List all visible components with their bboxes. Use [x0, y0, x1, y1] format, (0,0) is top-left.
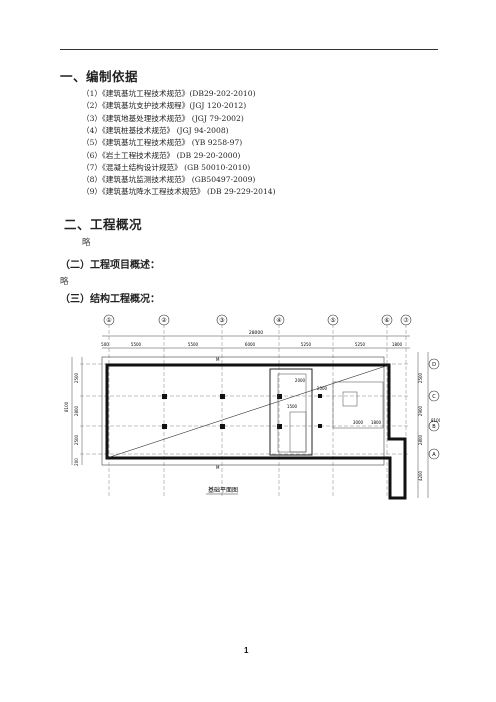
top-dimension: 1800	[392, 342, 403, 347]
project-body: 略	[60, 277, 69, 287]
right-total-dimension: 8100	[431, 418, 440, 423]
overview-body: 略	[82, 238, 91, 248]
section-title-project: （二）工程项目概述：	[60, 260, 160, 271]
right-axis-markers: D C B A	[428, 358, 440, 460]
page-number: 1	[244, 646, 249, 655]
axis-label-right: C	[432, 394, 436, 400]
axis-marker-right	[428, 390, 440, 402]
total-dimension: 28000	[249, 330, 263, 336]
top-dimension: 5250	[355, 342, 366, 347]
top-axis-markers: ① ② ③ ④ ⑤ ⑥ ⑦	[103, 314, 412, 326]
right-dimension: 2900	[418, 405, 423, 416]
inner-dimension: 2000	[295, 378, 306, 383]
left-dimensions: 2500 2800 2500 200	[74, 372, 79, 465]
axis-label-top: ①	[106, 317, 111, 324]
top-dimension: 5500	[131, 342, 142, 347]
inner-dimension: 1500	[287, 404, 298, 409]
drawing-caption: 基础平面图	[208, 486, 238, 494]
basis-item: （4）《建筑桩基技术规范》 (JGJ 94-2008)	[82, 125, 229, 135]
inner-dimensions: 1500 2000 2000 3000 1800	[287, 378, 382, 425]
right-dimensions: 2500 2900 2800 4200	[418, 372, 423, 481]
left-dimension: 2500	[74, 434, 79, 445]
left-dimension: 2800	[74, 405, 79, 416]
inner-dimension: 2000	[317, 386, 328, 391]
axis-label-top: ⑦	[403, 317, 409, 324]
basis-item: （2）《建筑基坑支护技术规程》(JGJ 120-2012)	[82, 101, 247, 111]
basis-item: （5）《建筑基坑工程技术规范》 (YB 9258-97)	[82, 138, 243, 148]
section-title-basis: 一、编制依据	[60, 69, 139, 84]
axis-marker-right	[428, 420, 440, 432]
label-m-bottom: M	[216, 465, 220, 470]
top-dimension: 500	[101, 342, 109, 347]
top-dimension: 5500	[188, 342, 199, 347]
axis-label-right: A	[432, 452, 436, 458]
top-dimension: 6000	[245, 342, 256, 347]
axis-marker-right	[428, 448, 440, 460]
axis-label-top: ⑥	[384, 317, 389, 324]
header-rule	[60, 49, 438, 50]
basis-item: （3）《建筑地基处理技术规范》 (JGJ 79-2002)	[82, 113, 244, 123]
section-title-overview: 二、工程概况	[64, 217, 143, 232]
basis-item: （8）《建筑基坑监测技术规范》 (GB50497-2009)	[82, 175, 256, 185]
inner-dimension: 3000	[353, 420, 364, 425]
axis-label-right: D	[432, 362, 436, 368]
right-dimension: 4200	[418, 470, 423, 481]
basis-item: （1）《建筑基坑工程技术规范》(DB29-202-2010)	[82, 89, 256, 98]
section-title-structure: （三）结构工程概况：	[60, 294, 160, 305]
basis-item: （6）《岩土工程技术规范》 (DB 29-20-2000)	[82, 150, 241, 160]
top-dimension: 5250	[301, 342, 312, 347]
axis-label-top: ④	[276, 317, 281, 324]
inner-dimension: 1800	[371, 420, 382, 425]
right-dimension: 2500	[418, 372, 423, 383]
foundation-plan-drawing: ① ② ③ ④ ⑤ ⑥ ⑦ D C B A 28000 500 5500 5500 6000 5250 52…	[64, 314, 440, 500]
left-dimension: 2500	[74, 372, 79, 383]
axis-label-right: B	[432, 424, 436, 430]
axis-label-top: ⑤	[330, 317, 335, 324]
right-dimension: 2800	[418, 434, 423, 445]
top-dimensions: 500 5500 5500 6000 5250 5250 1800	[101, 342, 402, 347]
basis-item: （9）《建筑基坑降水工程技术规范》 (DB 29-229-2014)	[82, 187, 276, 197]
axis-label-top: ②	[161, 317, 167, 324]
basis-item: （7）《混凝土结构设计规范》 (GB 50010-2010)	[82, 162, 251, 172]
axis-label-top: ③	[219, 317, 224, 324]
label-m-top: M	[216, 357, 220, 362]
left-dimension: 200	[74, 458, 79, 466]
axis-marker-right	[428, 358, 440, 370]
left-total-dimension: 8100	[64, 401, 69, 412]
